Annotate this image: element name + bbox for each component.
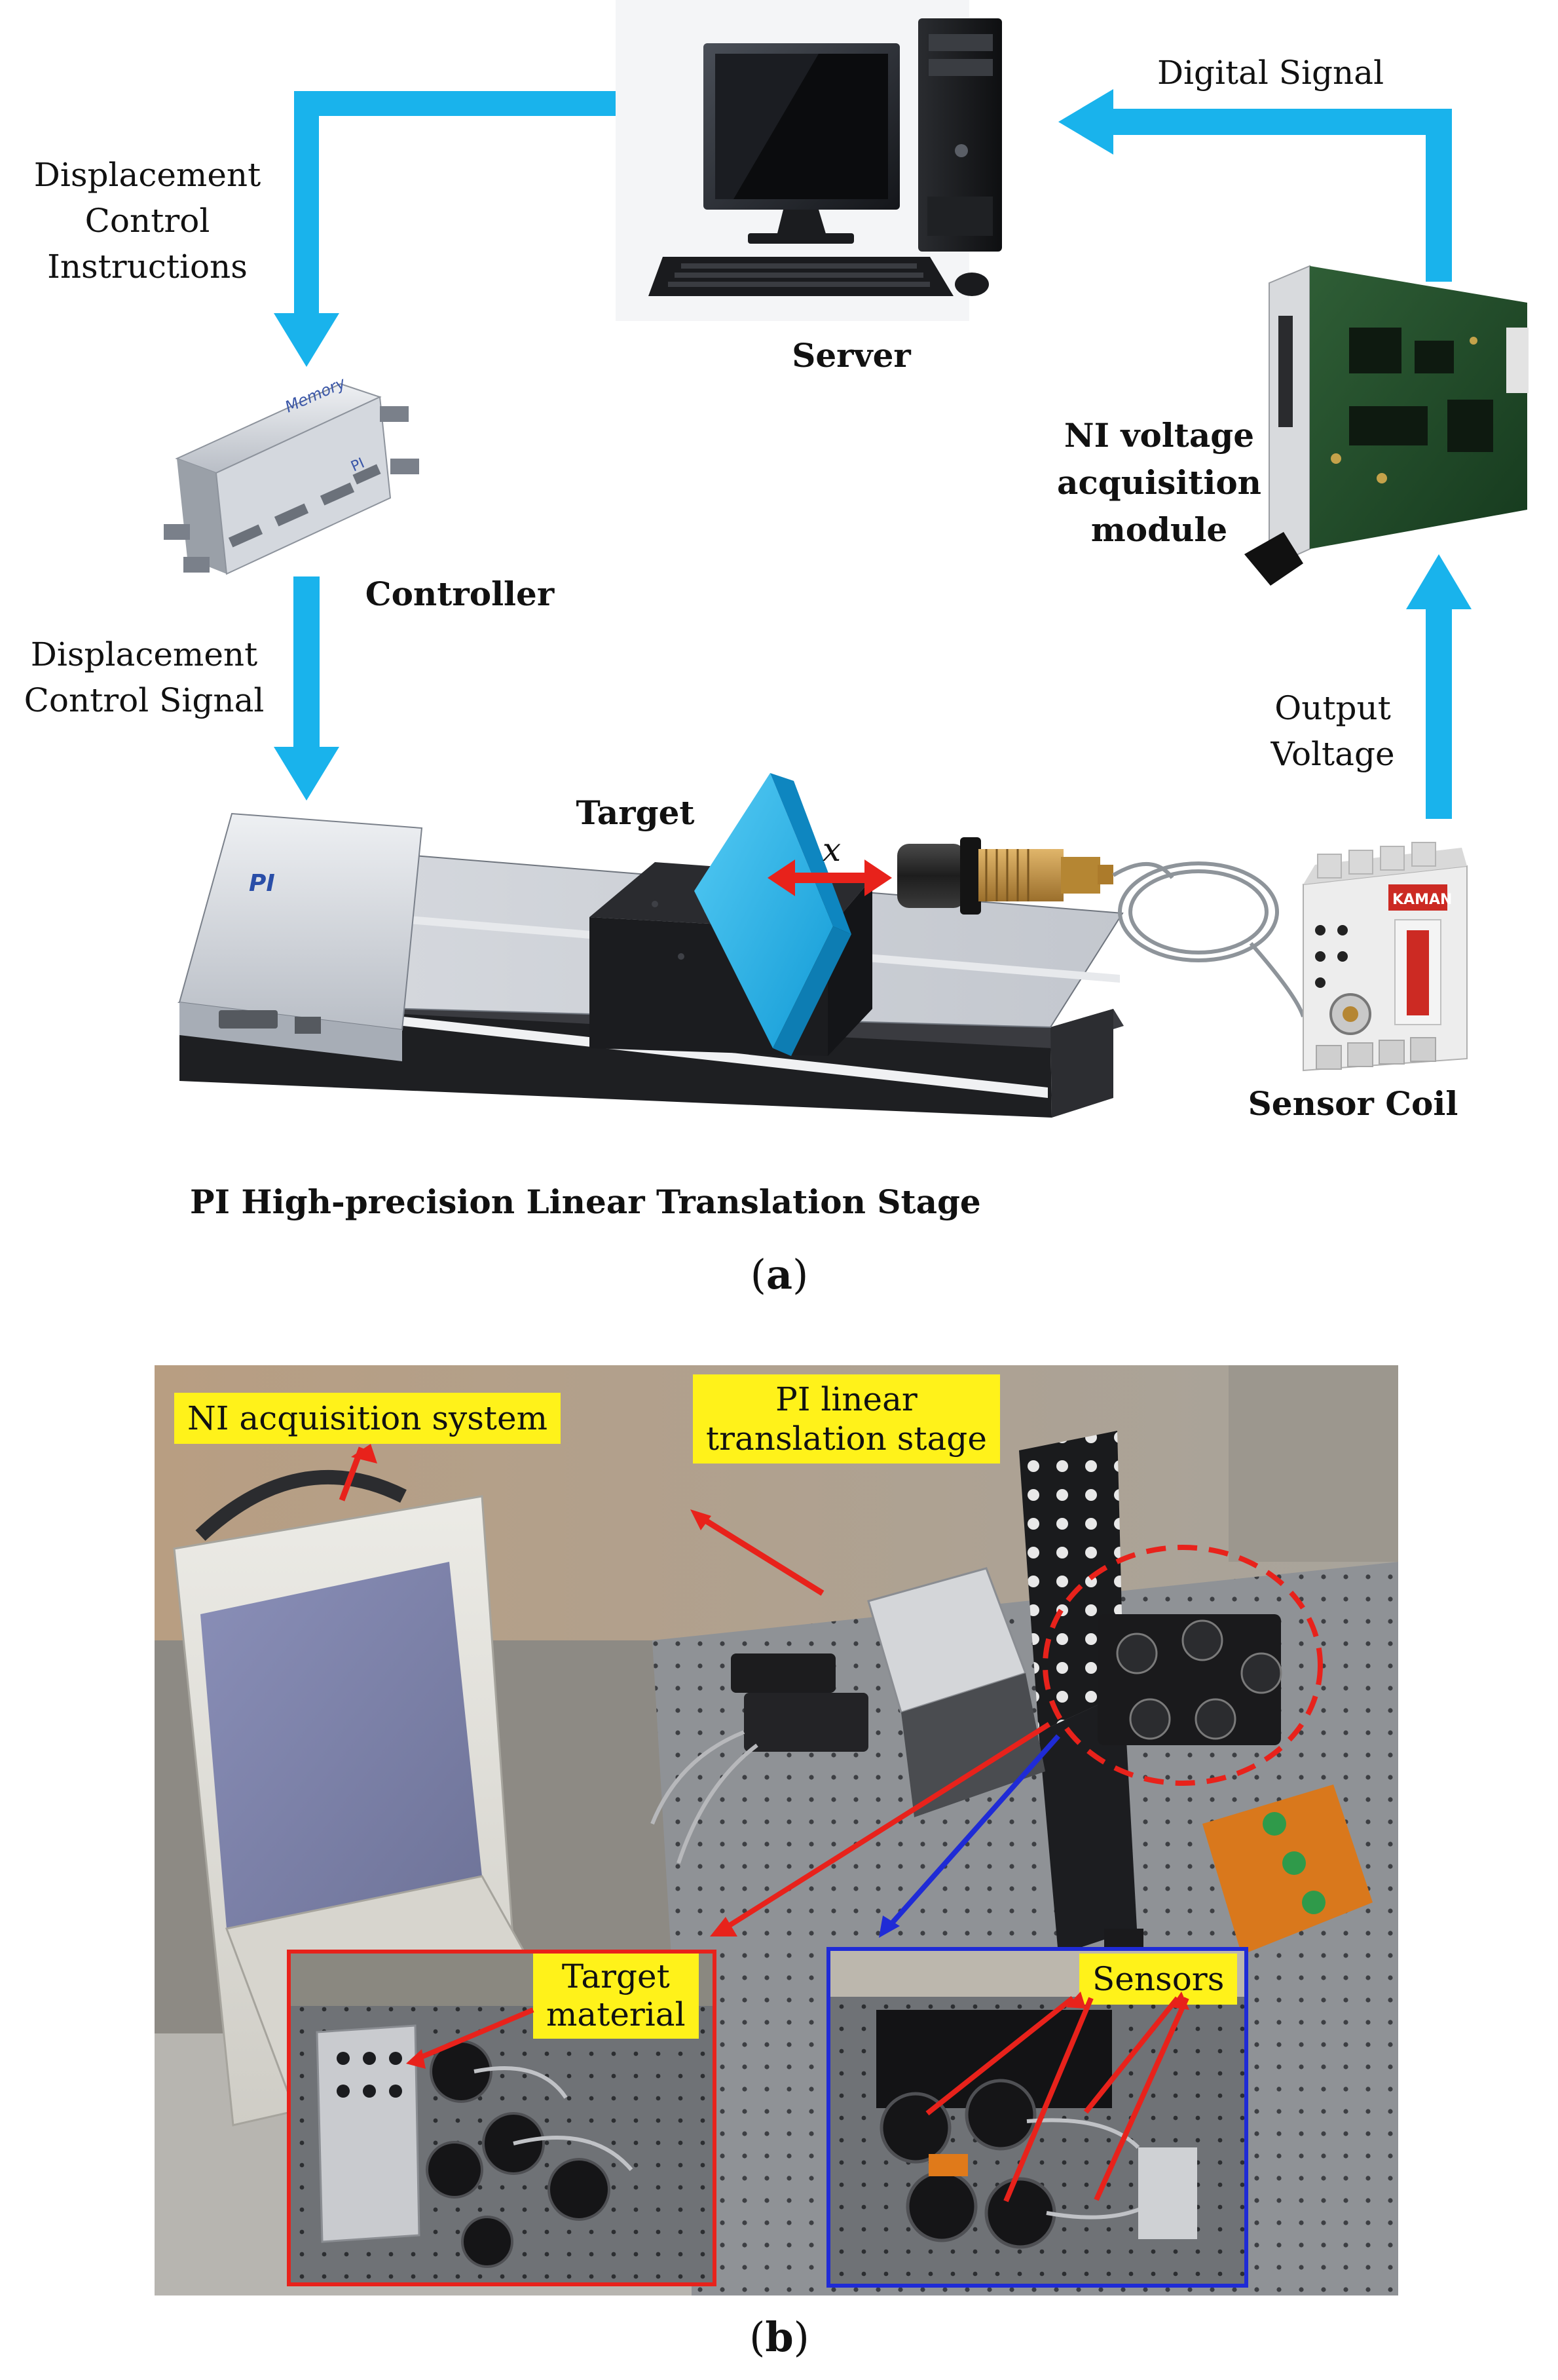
callout-target: Target material (533, 1954, 699, 2039)
callout-pi-line-1: PI linear (775, 1380, 918, 1418)
pointer-overlay (339, 1444, 1323, 1938)
stage-label: PI High-precision Linear Translation Sta… (190, 1182, 981, 1221)
callout-ni: NI acquisition system (174, 1393, 561, 1444)
panel-a-caption-letter: a (766, 1251, 793, 1298)
sensors-inset: Sensors (826, 1947, 1248, 2288)
arrow-control-signal-shaft (293, 576, 320, 752)
callout-pi-line-2: translation stage (706, 1420, 987, 1458)
target-material-inset: Target material (287, 1950, 716, 2286)
control-signal-label-line-1: Displacement (30, 635, 258, 673)
callout-target-line-2: material (546, 1995, 686, 2033)
instructions-label-line-1: Displacement (33, 156, 261, 194)
pointer-target-inset (722, 1722, 1051, 1931)
arrow-control-signal-head (274, 747, 339, 801)
displacement-x-symbol: x (822, 831, 842, 869)
pointer-sensors-inset (887, 1734, 1060, 1928)
sensors-inset-pointers (925, 1992, 1189, 2202)
sensor-coil-label: Sensor Coil (1248, 1084, 1458, 1123)
output-voltage-label-line-1: Output (1274, 689, 1391, 727)
target-inset-pointer (406, 2007, 534, 2069)
pointer-pi (696, 1513, 825, 1596)
ni-module-label-line-2: acquisition (1056, 463, 1262, 502)
panel-b-caption-letter: b (765, 2313, 794, 2361)
callout-pi: PI linear translation stage (693, 1374, 1000, 1464)
panel-b-photo: Target material Sensors (155, 1365, 1398, 2295)
arrow-output-voltage-head (1406, 554, 1472, 609)
callout-sensors: Sensors (1079, 1954, 1238, 2005)
output-voltage-label-line-2: Voltage (1271, 735, 1395, 773)
sensor-coil-conditioner: KAMAN (1303, 842, 1468, 1072)
stage-logo-text: PI (249, 870, 275, 897)
arrow-output-voltage-shaft (1426, 604, 1452, 819)
instructions-label-line-3: Instructions (47, 248, 248, 286)
panel-a-caption: (a) (750, 1251, 809, 1298)
panel-b-caption: (b) (749, 2313, 809, 2361)
eddy-sensor (897, 837, 1305, 1017)
control-signal-label-line-2: Control Signal (24, 681, 265, 719)
controller-illustration: Memory PI (164, 373, 419, 575)
displacement-arrow (768, 859, 892, 896)
controller-label: Controller (365, 575, 555, 613)
flow-arrows (274, 89, 1472, 819)
ni-module-label-line-3: module (1090, 510, 1228, 549)
server-label-text: Server (792, 336, 911, 375)
arrow-instructions-head (274, 313, 339, 367)
ni-module-illustration (1244, 265, 1529, 586)
sensor-region-circle (1043, 1545, 1323, 1786)
target-label: Target (576, 793, 695, 832)
server-label: Server (747, 333, 956, 379)
sensor-brand-text: KAMAN (1392, 892, 1452, 908)
callout-target-line-1: Target (561, 1957, 670, 1995)
server-illustration (616, 0, 1002, 321)
digital-signal-label: Digital Signal (1157, 54, 1384, 92)
ni-module-label-line-1: NI voltage (1064, 416, 1255, 455)
arrow-digital-signal-head (1058, 89, 1113, 155)
target-plate (694, 773, 851, 1056)
arrow-instructions (294, 91, 681, 320)
instructions-label-line-2: Control (84, 202, 210, 240)
panel-a-diagram: Memory PI PI (164, 0, 1529, 1118)
arrow-digital-signal (1107, 109, 1452, 282)
